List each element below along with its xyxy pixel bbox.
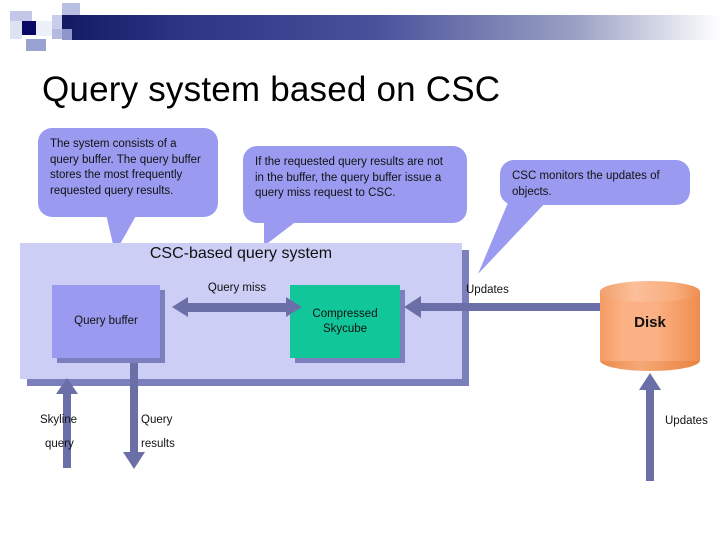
query-results-label-line1: Query [141,414,173,426]
updates-to-skycube-label: Updates [466,284,509,296]
query-miss-arrowhead-left-icon [172,297,188,317]
disk-cylinder[interactable]: Disk [600,281,700,371]
query-results-arrowhead-down-icon [123,452,145,469]
callout-query-miss: If the requested query results are not i… [243,146,467,223]
compressed-skycube-label-line1: Compressed [312,307,378,320]
header-gradient-bar [62,15,720,40]
header-square-f [52,0,62,15]
callout-system-consists: The system consists of a query buffer. T… [38,128,218,217]
header-square-g [52,15,62,29]
callout-csc-monitors: CSC monitors the updates of objects. [500,160,690,205]
query-buffer-shadow-bottom [57,358,165,363]
header-square-j [62,3,80,15]
updates-to-disk-label: Updates [665,415,708,427]
header-square-i [26,39,46,51]
header-square-c [22,21,36,35]
query-buffer-shadow-right [160,290,165,363]
skyline-query-label-line1: Skyline [40,414,78,426]
skycube-shadow-right [400,290,405,363]
system-panel-title: CSC-based query system [149,245,333,262]
query-buffer-box[interactable]: Query buffer [52,285,160,358]
decorative-header [0,0,720,51]
header-square-k [62,29,72,40]
skyline-query-arrow-shaft [63,393,71,468]
query-miss-arrowhead-right-icon [286,297,302,317]
compressed-skycube-label: Compressed Skycube [312,307,377,337]
system-panel-shadow-bottom [27,379,469,386]
updates-to-disk-arrow-shaft [646,389,654,481]
disk-label: Disk [634,314,666,331]
skyline-query-arrowhead-up-icon [56,378,78,394]
updates-to-disk-arrowhead-up-icon [639,373,661,390]
header-square-d [36,21,52,36]
compressed-skycube-box[interactable]: Compressed Skycube [290,285,400,358]
updates-to-skycube-arrowhead-icon [404,296,421,318]
query-miss-arrow-shaft [186,303,288,312]
skycube-shadow-bottom [295,358,405,363]
query-results-arrow-shaft [130,363,138,455]
skyline-query-label-line2: query [45,438,74,450]
query-results-label-line2: results [141,438,175,450]
header-square-h [52,29,62,39]
header-square-a [10,11,32,21]
updates-to-skycube-arrow-shaft [420,303,606,311]
header-square-b [10,21,22,39]
system-panel-shadow-right [462,250,469,386]
callout-query-miss-tail [264,220,298,246]
query-buffer-label: Query buffer [74,315,138,327]
page-title: Query system based on CSC [42,70,501,109]
disk-cylinder-top-ellipse [600,281,700,302]
callout-csc-monitors-tail [478,198,548,274]
query-miss-label: Query miss [207,282,267,294]
compressed-skycube-label-line2: Skycube [322,322,368,335]
disk-cylinder-body [600,291,700,361]
